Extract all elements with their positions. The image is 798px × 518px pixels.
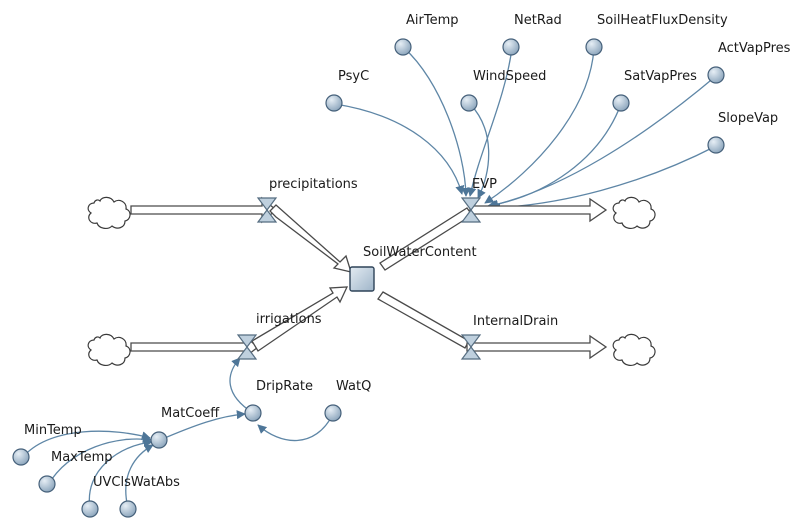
psyc-label: PsyC — [338, 69, 369, 84]
clouds — [87, 196, 656, 366]
netrad-label: NetRad — [514, 13, 562, 28]
watq-node[interactable] — [324, 404, 342, 422]
mintemp-label: MinTemp — [24, 423, 82, 438]
link-psyc-evp[interactable] — [334, 103, 465, 195]
satvappres-label: SatVapPres — [624, 69, 697, 84]
actvappres-label: ActVapPres — [718, 41, 791, 56]
mintemp-node[interactable] — [12, 448, 30, 466]
netrad-node[interactable] — [502, 38, 520, 56]
windspeed-label: WindSpeed — [473, 69, 546, 84]
actvappres-node[interactable] — [707, 66, 725, 84]
links — [21, 47, 717, 509]
satvappres-node[interactable] — [612, 94, 630, 112]
soilwatercontent-stock[interactable] — [349, 266, 375, 292]
airtemp-node[interactable] — [394, 38, 412, 56]
irrigations-valve[interactable] — [236, 334, 258, 360]
maxtemp-label: MaxTemp — [51, 450, 113, 465]
extra-input-node[interactable] — [119, 500, 137, 518]
precipitations-label: precipitations — [269, 177, 358, 192]
evp-sink-cloud[interactable] — [612, 196, 656, 229]
irrigations-source-cloud[interactable] — [87, 333, 131, 366]
uvclswatabs-label: UVClsWatAbs — [93, 475, 180, 490]
precipitations-valve[interactable] — [256, 197, 278, 223]
evp-pipe-out[interactable] — [469, 197, 608, 223]
soilheatfluxdensity-node[interactable] — [585, 38, 603, 56]
driprate-node[interactable] — [244, 404, 262, 422]
link-watq-driprate[interactable] — [257, 413, 334, 442]
driprate-label: DripRate — [256, 379, 313, 394]
link-slopevap-evp[interactable] — [491, 145, 717, 213]
matcoeff-node[interactable] — [150, 431, 168, 449]
labels: AirTemp NetRad SoilHeatFluxDensity ActVa… — [24, 13, 791, 490]
link-airtemp-evp[interactable] — [403, 47, 471, 197]
link-netrad-evp[interactable] — [467, 47, 513, 197]
pipes — [130, 196, 608, 360]
internaldrain-pipe-out[interactable] — [466, 334, 608, 360]
precipitations-pipe-in[interactable] — [130, 196, 277, 224]
link-actvappres-evp[interactable] — [489, 75, 717, 209]
link-windspeed-evp[interactable] — [469, 103, 490, 199]
psyc-node[interactable] — [325, 94, 343, 112]
windspeed-node[interactable] — [460, 94, 478, 112]
internaldrain-pipe-in[interactable] — [377, 291, 470, 349]
matcoeff-label: MatCoeff — [161, 406, 220, 421]
precipitations-source-cloud[interactable] — [87, 196, 131, 229]
variables — [12, 38, 725, 518]
evp-valve[interactable] — [460, 197, 482, 223]
link-matcoeff-driprate[interactable] — [159, 410, 246, 441]
link-mincoeff-matcoeff[interactable] — [21, 430, 151, 459]
evp-pipe-in[interactable] — [379, 207, 473, 271]
watq-label: WatQ — [336, 379, 371, 394]
link-dripmate-irrigations[interactable] — [229, 357, 254, 414]
slopevap-node[interactable] — [707, 136, 725, 154]
link-maxtemp-matcoeff[interactable] — [47, 434, 152, 486]
uvclswatabs-node[interactable] — [81, 500, 99, 518]
link-uvcls-matcoeff[interactable] — [88, 438, 153, 509]
irrigations-pipe-out[interactable] — [251, 286, 349, 352]
slopevap-label: SlopeVap — [718, 111, 778, 126]
irrigations-pipe-in[interactable] — [130, 334, 260, 360]
link-soilheat-evp[interactable] — [484, 47, 595, 204]
link-extra-matcoeff[interactable] — [125, 444, 154, 509]
airtemp-label: AirTemp — [406, 13, 459, 28]
precipitations-pipe-out[interactable] — [269, 204, 352, 273]
internaldrain-label: InternalDrain — [473, 314, 558, 329]
soilwatercontent-label: SoilWaterContent — [363, 245, 477, 260]
internaldrain-valve[interactable] — [460, 334, 482, 360]
irrigations-label: irrigations — [256, 312, 322, 327]
valves — [236, 197, 482, 360]
soilheatfluxdensity-label: SoilHeatFluxDensity — [597, 13, 728, 28]
internaldrain-sink-cloud[interactable] — [612, 333, 656, 366]
maxtemp-node[interactable] — [38, 475, 56, 493]
evp-label: EVP — [472, 177, 497, 192]
